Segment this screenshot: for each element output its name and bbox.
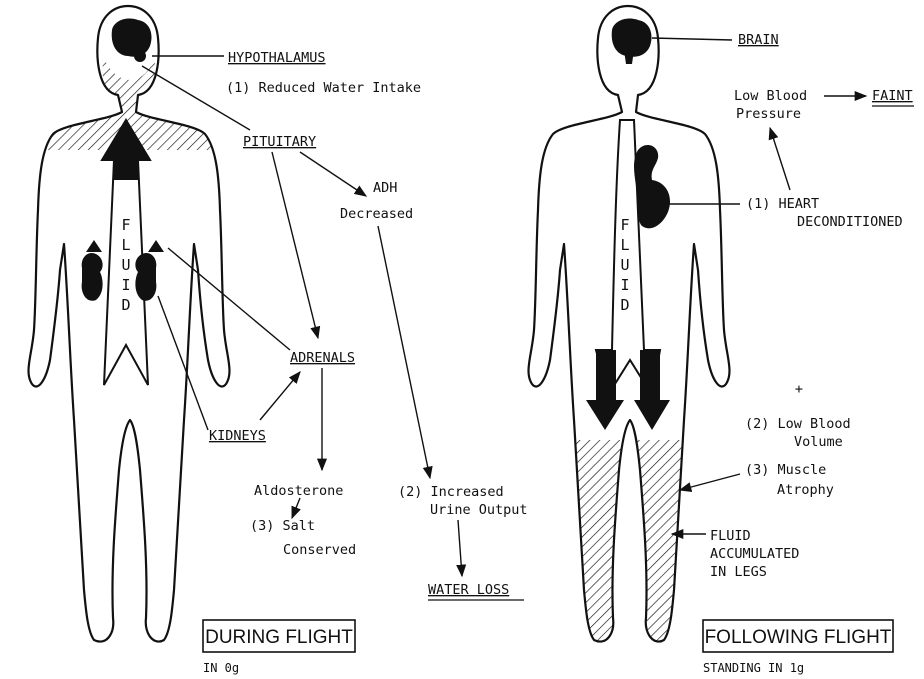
brain-connector (652, 38, 732, 40)
muscle-atrophy-line1: (3) Muscle (745, 462, 826, 478)
following-flight-label: FOLLOWING FLIGHT (705, 627, 892, 648)
left-figure: F L U I D (29, 6, 230, 642)
low-blood-volume-line2: Volume (794, 434, 843, 450)
adh-label-line1: ADH (373, 180, 397, 196)
increased-urine-line2: Urine Output (430, 502, 528, 518)
low-blood-pressure-line2: Pressure (736, 106, 801, 122)
urine-to-water-loss-arrow (458, 520, 462, 576)
heart-deconditioned-line2: DECONDITIONED (797, 214, 903, 230)
adh-label-line2: Decreased (340, 206, 413, 222)
heart-to-bp-arrow (770, 128, 790, 190)
atrophy-arrow (680, 474, 740, 490)
plus-sign: + (795, 381, 803, 397)
right-fluid-letter: F (620, 216, 629, 234)
right-fluid-letter: I (620, 276, 629, 294)
kidneys-label: KIDNEYS (209, 428, 266, 444)
right-fluid-letter: L (620, 236, 629, 254)
standing-in-1g-caption: STANDING IN 1g (703, 661, 804, 675)
left-kidney-right (135, 253, 156, 301)
in-0g-caption: IN 0g (203, 661, 239, 675)
left-fluid-letter: F (121, 216, 130, 234)
right-fluid-letter: D (620, 296, 629, 314)
fluid-accumulated-line1: FLUID (710, 528, 751, 544)
aldosterone-to-salt-arrow (292, 498, 300, 518)
left-fluid-letter: D (121, 296, 130, 314)
left-fluid-letter: L (121, 236, 130, 254)
adh-to-urine-arrow (378, 226, 430, 478)
water-loss-label: WATER LOSS (428, 582, 509, 598)
faint-label: FAINT (872, 88, 913, 104)
brain-label: BRAIN (738, 32, 779, 48)
left-fluid-letter: I (121, 276, 130, 294)
hypothalamus-label: HYPOTHALAMUS (228, 50, 326, 66)
heart-deconditioned-line1: (1) HEART (746, 196, 819, 212)
during-flight-label: DURING FLIGHT (205, 627, 353, 648)
fluid-accumulated-line2: ACCUMULATED (710, 546, 799, 562)
pituitary-label: PITUITARY (243, 134, 316, 150)
pituitary-to-adh-arrow (300, 152, 366, 196)
muscle-atrophy-line2: Atrophy (777, 482, 834, 498)
fluid-accumulated-line3: IN LEGS (710, 564, 767, 580)
adrenals-label: ADRENALS (290, 350, 355, 366)
left-kidney-left (82, 253, 103, 301)
salt-conserved-line1: (3) Salt (250, 518, 315, 534)
right-fluid-letter: U (620, 256, 629, 274)
low-blood-volume-line1: (2) Low Blood (745, 416, 851, 432)
hypothalamus-dot (134, 50, 146, 62)
right-figure: F L U I D (529, 6, 730, 642)
increased-urine-line1: (2) Increased (398, 484, 504, 500)
kidneys-to-adrenals-arrow (260, 372, 300, 420)
salt-conserved-line2: Conserved (283, 542, 356, 558)
pituitary-to-adrenals-arrow (272, 152, 318, 338)
low-blood-pressure-line1: Low Blood (734, 88, 807, 104)
aldosterone-label: Aldosterone (254, 483, 343, 499)
left-fluid-letter: U (121, 256, 130, 274)
left-brain (112, 18, 152, 56)
reduced-water-intake-label: (1) Reduced Water Intake (226, 80, 421, 96)
